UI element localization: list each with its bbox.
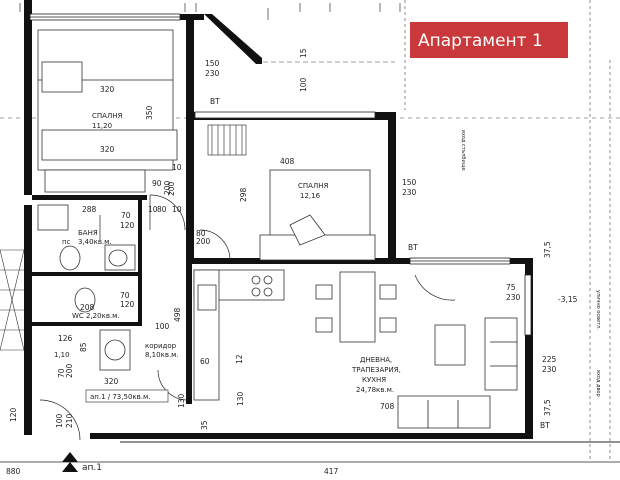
dim-210: 210 <box>65 413 74 428</box>
dim-375a: 37,5 <box>543 241 552 258</box>
dim-150a: 150 <box>205 59 220 68</box>
dim-120b: 120 <box>120 300 135 309</box>
dim-408: 408 <box>280 157 295 166</box>
dim-70a: 70 <box>121 211 131 220</box>
dim-60: 60 <box>200 357 210 366</box>
dim-417: 417 <box>324 467 339 476</box>
dim-350: 350 <box>145 105 154 120</box>
dim-12: 12 <box>235 354 244 364</box>
dimension-labels: 320 350 320 150 230 15 100 408 298 150 2… <box>6 48 557 476</box>
dim-208: 208 <box>80 303 95 312</box>
bedroom1-area: 11,20 <box>92 122 112 130</box>
dim-90: 90 <box>152 179 162 188</box>
hatched-columns <box>207 124 247 156</box>
dim-298: 298 <box>239 187 248 202</box>
bedroom2-name: СПАЛНЯ <box>298 182 328 190</box>
pc-mark: пс <box>62 238 71 246</box>
bath-fixtures <box>37 204 136 371</box>
dim-100b: 100 <box>155 322 170 331</box>
dim-708: 708 <box>380 402 395 411</box>
bedroom1-name: СПАЛНЯ <box>92 112 122 120</box>
bottom-outline <box>0 441 620 472</box>
corridor-area: 8,10кв.м. <box>145 351 179 359</box>
bathroom-name: БАНЯ <box>78 229 98 237</box>
living-line1: ДНЕВНА, <box>360 356 392 364</box>
dim-230a: 230 <box>205 69 220 78</box>
dim-75: 75 <box>506 283 516 292</box>
dim-15: 15 <box>299 48 308 58</box>
dim-80b: 80 <box>196 229 206 238</box>
stairs-left <box>0 249 25 351</box>
dining-set <box>315 271 397 343</box>
dim-100: 100 <box>299 77 308 92</box>
living-line3: КУХНЯ <box>362 376 386 384</box>
dim-126: 126 <box>58 334 73 343</box>
dim-130b: 130 <box>236 391 245 406</box>
dim-35: 35 <box>200 420 209 430</box>
dim-320c: 320 <box>104 377 119 386</box>
dim-200a: 200 <box>167 181 176 196</box>
dim-225: 225 <box>542 355 557 364</box>
living-area: 24,78кв.м. <box>356 386 394 394</box>
dim-10b: 10 <box>172 205 182 214</box>
dim-70c: 70 <box>57 368 66 378</box>
room-labels: СПАЛНЯ 11,20 СПАЛНЯ 12,16 БАНЯ 3,40кв.м.… <box>54 112 401 394</box>
dim-80: 80 <box>157 205 167 214</box>
living-furniture <box>397 317 518 429</box>
dim-10c: 10 <box>172 163 182 172</box>
dim-120a: 120 <box>120 221 135 230</box>
corridor-name: коридор <box>145 342 177 350</box>
level-label: -3,15 <box>558 295 578 304</box>
bt-label-2: BT <box>408 243 418 252</box>
wc-name: WC <box>72 312 84 320</box>
top-ticks <box>19 3 401 20</box>
living-line2: ТРАПЕЗАРИЯ, <box>351 366 401 374</box>
dim-230b: 230 <box>402 188 417 197</box>
dim-200c: 200 <box>163 180 172 195</box>
dim-120c: 120 <box>9 407 18 422</box>
entrance-label: ап.1 <box>82 463 102 473</box>
dim-880: 880 <box>6 467 21 476</box>
dim-375b: 37,5 <box>543 399 552 416</box>
windows <box>29 13 532 336</box>
dim-230d: 230 <box>542 365 557 374</box>
dim-320a: 320 <box>100 85 115 94</box>
dim-10a: 10 <box>148 205 158 214</box>
dim-70b: 70 <box>120 291 130 300</box>
wc-area: 2,20кв.м. <box>86 312 120 320</box>
kitchen <box>193 269 285 401</box>
storage-area: 1,10 <box>54 351 70 359</box>
dim-130a: 130 <box>177 393 186 408</box>
dim-150b: 150 <box>402 178 417 187</box>
bt-label-1: BT <box>210 97 220 106</box>
bedroom2-area: 12,16 <box>300 192 321 200</box>
apt-label: ап.1 / 73,50кв.м. <box>90 393 150 401</box>
dim-230c: 230 <box>506 293 521 302</box>
bathroom-area: 3,40кв.м. <box>78 238 112 246</box>
dim-200b: 200 <box>196 237 211 246</box>
misc-labels: ап.1 / 73,50кв.м. ап.1 BT BT BT -3,15 вх… <box>82 97 601 473</box>
side-text-1: вход стълбище <box>460 130 466 171</box>
bed-1 <box>37 29 178 193</box>
side-text-2: улично осветл. <box>595 290 601 330</box>
bed-2 <box>259 169 376 261</box>
title-badge-text: Апартамент 1 <box>418 31 543 51</box>
dim-498: 498 <box>173 307 182 322</box>
bt-label-3: BT <box>540 421 550 430</box>
dim-288: 288 <box>82 205 97 214</box>
dim-320b: 320 <box>100 145 115 154</box>
title-badge-bg <box>410 22 568 58</box>
dim-85: 85 <box>79 342 88 352</box>
side-text-3: вход двор <box>595 370 601 397</box>
dim-100c: 100 <box>55 413 64 428</box>
construction-lines <box>0 0 620 460</box>
dim-200d: 200 <box>65 363 74 378</box>
walls <box>24 0 533 439</box>
